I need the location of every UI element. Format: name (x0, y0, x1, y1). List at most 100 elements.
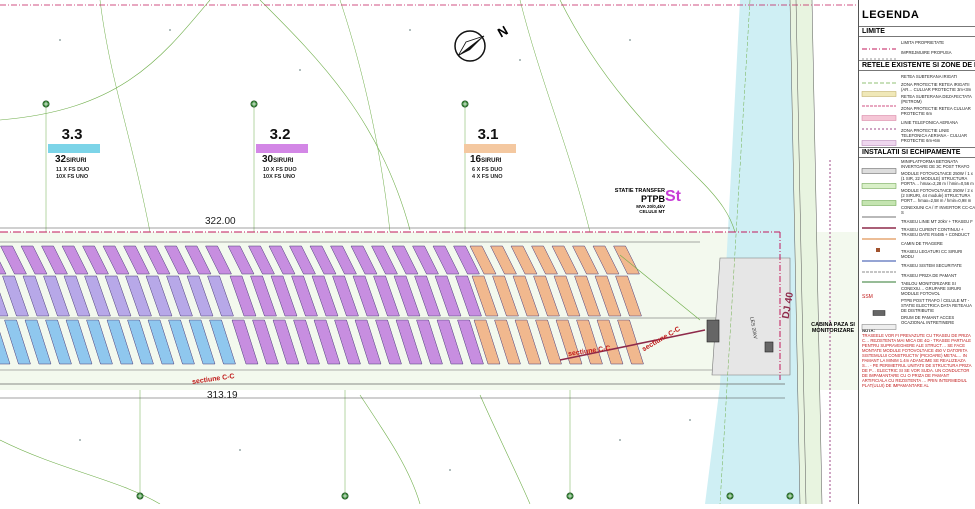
subfield-uno: 10X FS UNO (263, 174, 296, 180)
pv-module-panel (209, 319, 236, 365)
guard-cabin[interactable] (764, 341, 774, 353)
pv-module-panel (0, 245, 27, 275)
subfield-count: 16SIRURI (470, 154, 502, 165)
legend-symbol-fence (861, 49, 897, 60)
pv-module-panel (311, 275, 339, 317)
pv-module-panel (0, 331, 11, 365)
legend-item: TRASEU PRIZA DE PAMANT (859, 270, 975, 283)
elevation-points (59, 29, 691, 471)
pv-module-panel (535, 319, 562, 365)
pv-module-panel (514, 319, 542, 365)
subfield-count: 32SIRURI (55, 154, 87, 165)
contour-line (259, 0, 411, 231)
legend-item-text: IMPREJMUIRE PROPUSA (901, 49, 952, 55)
pv-module-panel (186, 275, 214, 317)
legend-item-text: RETEA SUBTERANA DEZAFECTATA (PETROM) (901, 94, 972, 104)
pv-module-panel (553, 275, 581, 317)
transfer-station-symbol: St (665, 188, 681, 205)
subfield-uno: 4 X FS UNO (472, 174, 503, 180)
pv-module-panel (125, 275, 152, 317)
legend-symbol-prop (861, 39, 897, 50)
legend-symbol-ptpb2 (861, 303, 897, 316)
pv-module-panel (469, 245, 497, 275)
legend-symbol-cc (861, 207, 897, 218)
legend-item-text: CAMIN DE TRAGERE (901, 240, 943, 246)
legend-item-text: MINIPLATFORMA BETONATA INVERTOARE DE 3C … (901, 159, 970, 169)
survey-markers (42, 100, 794, 500)
contour-line (99, 0, 151, 233)
legend-item-text: MODULE FOTOVOLTAICE 250W / 2 x (2 SIRURI… (901, 188, 973, 203)
contour-line (479, 394, 531, 505)
legend-symbol-dc (861, 229, 897, 240)
subfield-count: 30SIRURI (262, 154, 294, 165)
pv-module-panel (63, 275, 91, 317)
subfield-color-strip (256, 144, 308, 153)
legend-item-text: MODULE FOTOVOLTAICE 250W / 1 x (1 SIR, 2… (901, 171, 974, 186)
pv-module-panel (572, 245, 599, 275)
pv-module-panel (123, 245, 150, 275)
nota-text: TRASEELE VOR FI PREVAZUTE CU TRASEU DE P… (862, 333, 972, 388)
legend-item: ZONA PROTECTIE RETEA IRIGATII (AR… CULUA… (859, 81, 975, 97)
pv-module-rows (0, 245, 644, 365)
legend-title: LEGENDA (862, 9, 920, 21)
subfield-duo: 6 X FS DUO (472, 167, 503, 173)
pv-module-panel (24, 319, 52, 365)
survey-marker-icon (726, 492, 734, 500)
pv-module-panel (293, 319, 320, 365)
pv-module-panel (20, 245, 48, 275)
legend-item-text: ZONA PROTECTIE LINIE TELEFONICA AERIANA … (901, 128, 968, 143)
pv-module-panel (45, 319, 72, 365)
pv-module-panel (205, 245, 232, 275)
pv-module-panel (207, 275, 234, 317)
pv-module-panel (147, 319, 175, 365)
subfield-id: 3.1 (477, 126, 499, 143)
pv-module-panel (231, 319, 259, 365)
pv-module-panel (102, 245, 130, 275)
legend-symbol-desecare (861, 96, 897, 107)
legend-item-text: TRASEU CURENT CONTINUU + TRASEU DATE RS4… (901, 227, 970, 237)
pv-module-panel (268, 245, 296, 275)
ptpb-transformer[interactable] (706, 319, 720, 343)
legend-symbol-module2 (861, 193, 897, 206)
pv-module-panel (492, 275, 519, 317)
pv-module-panel (106, 319, 134, 365)
legend-item-text: TABLOU MONITORIZARE SI CONEXIU… GRUPARE … (901, 281, 962, 296)
pv-module-panel (434, 275, 462, 317)
transfer-station-name: PTPB (640, 194, 665, 204)
pv-module-panel (617, 319, 644, 365)
survey-marker-icon (136, 492, 144, 500)
legend-item: DRUM DE PAMANT ACCES OCAZIONAL INTRETINE… (859, 314, 975, 330)
legend-section-heading: INSTALATII SI ECHIPAMENTE (859, 147, 975, 158)
road-shoulder (790, 0, 822, 504)
irrigation-line (719, 0, 751, 505)
pv-module-panel (164, 245, 191, 275)
pv-module-panel (375, 319, 402, 365)
pv-module-panel (432, 245, 460, 275)
legend-item-text: ZONA PROTECTIE RETEA CULUAR PROTECTIE 6m (901, 106, 971, 116)
legend-symbol-module1 (861, 176, 897, 189)
cabin-label-line1: CABINA PAZA SI (811, 322, 855, 328)
survey-lines (45, 106, 571, 495)
pv-module-panel (414, 275, 441, 317)
legend-item: TRASEU CURENT CONTINUU + TRASEU DATE RS4… (859, 226, 975, 240)
legend-item: CONEXIUNI CA / IT INVERTOR CC-CA S (859, 204, 975, 218)
legend-symbol-ssm: SSM (861, 286, 897, 300)
legend-item: CAMIN DE TRAGERE (859, 238, 975, 252)
pv-module-panel (436, 319, 464, 365)
pv-module-panel (512, 275, 540, 317)
transfer-station-line4: CELULE MT (639, 209, 665, 214)
pv-module-panel (168, 319, 195, 365)
pv-module-panel (291, 275, 318, 317)
survey-marker-icon (786, 492, 794, 500)
pv-module-panel (332, 275, 359, 317)
pv-module-panel (43, 275, 70, 317)
pv-module-panel (104, 275, 132, 317)
contour-line (519, 0, 591, 233)
pv-module-panel (166, 275, 193, 317)
legend-symbol-ptpb-sym (861, 161, 897, 174)
pv-module-panel (0, 292, 9, 317)
legend-item-text: TRASEU LEGATURI CC SIRURI MODU (901, 249, 963, 259)
subfield-duo: 10 X FS DUO (263, 167, 297, 173)
pv-module-panel (82, 245, 109, 275)
